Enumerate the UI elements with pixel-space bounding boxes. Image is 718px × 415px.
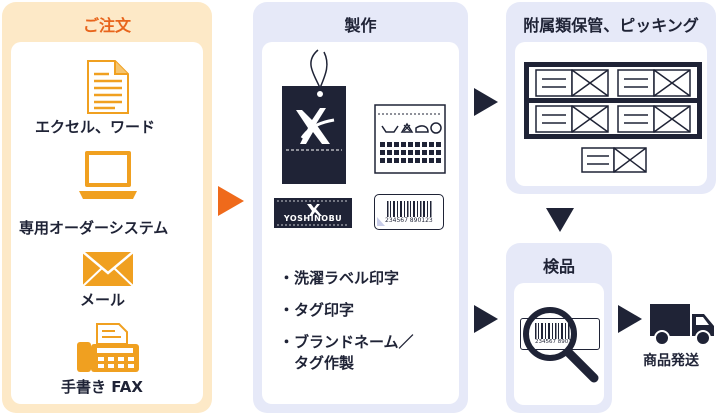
order-item-label-mail: メール <box>80 291 126 309</box>
arrow-right-icon <box>474 305 498 333</box>
manufacturing-title: 製作 <box>344 16 377 35</box>
bullet-tag-print: ・タグ印字 <box>279 301 355 319</box>
inspection-barcode: 234567 89010 <box>520 318 600 350</box>
magnifier-icon <box>523 307 599 383</box>
order-item-label-system: 専用オーダーシステム <box>19 219 169 237</box>
arrow-right-icon <box>474 88 498 116</box>
order-title: ご注文 <box>82 16 131 35</box>
order-item-label-document: エクセル、ワード <box>35 118 156 136</box>
envelope-icon <box>82 251 134 287</box>
barcode-sticker: 234567 890123 <box>374 194 444 230</box>
bullet-wash-label-print: ・洗濯ラベル印字 <box>279 269 400 287</box>
care-label-icon <box>374 104 446 174</box>
fax-icon <box>77 323 139 372</box>
inspection-title: 検品 <box>542 257 575 276</box>
laptop-icon <box>79 151 137 199</box>
barcode-number: 234567 890123 <box>385 217 433 224</box>
truck-icon <box>650 304 714 346</box>
arrow-right-icon <box>218 186 244 216</box>
storage-title: 附属類保管、ピッキング <box>523 16 699 35</box>
brand-logo-icon <box>277 200 349 226</box>
barcode-icon <box>377 201 432 226</box>
arrow-right-icon <box>618 305 642 333</box>
order-item-label-fax: 手書き FAX <box>61 378 143 396</box>
shipping-label: 商品発送 <box>643 353 699 369</box>
inspection-barcode-number: 234567 89010 <box>535 339 576 345</box>
brand-name-label: YOSHINOBU <box>274 198 352 228</box>
hang-tag-icon <box>282 49 346 184</box>
bullet-brand-name: ・ブランドネーム／ <box>279 333 414 351</box>
brand-name-text: YOSHINOBU <box>283 214 343 223</box>
bullet-tag-make: タグ作製 <box>279 354 355 372</box>
document-icon <box>87 60 129 114</box>
shelf-icon <box>524 62 702 173</box>
arrow-down-icon <box>546 208 574 232</box>
